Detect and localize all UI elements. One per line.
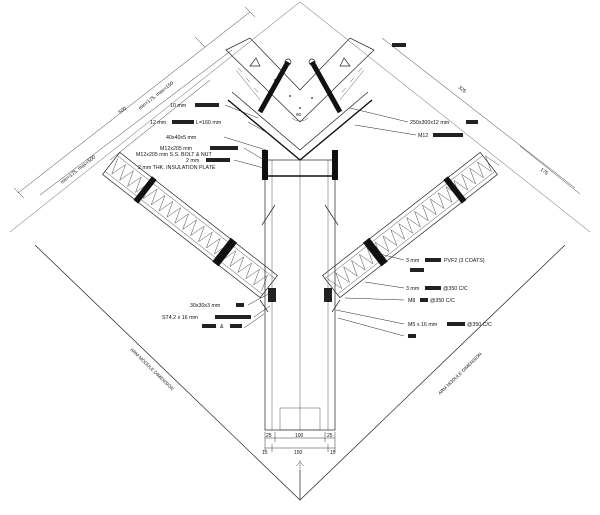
label-angle-40: 40x40x5 mm: [166, 135, 197, 141]
vertical-mullion: [259, 150, 341, 431]
dim-100: 100: [295, 433, 304, 439]
label-m5-spacing: @350 C/C: [467, 322, 492, 328]
angle-label: 90: [296, 112, 302, 117]
label-angle-30: 30x30x3 mm: [190, 303, 221, 309]
label-panel-3mm: 3 mm: [406, 286, 420, 292]
dimension-bottom: 25 100 25 15 150 15: [262, 432, 336, 470]
label-pvf2-coat: PVF2 (3 COATS): [444, 258, 485, 264]
labels-left: 10 mm 12 mm L=160 mm 40x40x5 mm M12x205 …: [136, 103, 273, 330]
label-m8-spacing: @350 C/C: [430, 298, 455, 304]
dim-150: 150: [294, 450, 303, 456]
label-panel-spacing: @350 C/C: [443, 286, 468, 292]
dimension-lines-left: 500 min=175, max=150 min=175, max=500: [13, 6, 256, 199]
labels-right: 250x300x12 mm M12 3 mm PVF2 (3 COATS) 3 …: [335, 107, 492, 338]
label-sealant: &: [220, 324, 224, 330]
dim-175-500: min=175, max=500: [60, 154, 98, 185]
top-markers: [249, 43, 406, 67]
label-bolt-ss: M12x205 mm S.S. BOLT & NUT: [136, 152, 213, 158]
label-12mm-length: L=160 mm: [196, 120, 222, 126]
label-pvf2-3mm: 3 mm: [406, 258, 420, 264]
dim-500: 500: [118, 106, 128, 116]
label-plate-2mm: 2 mm: [186, 158, 200, 164]
label-m12: M12: [418, 133, 428, 139]
dimension-lines-right: 325 175: [381, 37, 581, 195]
label-plate-250: 250x300x12 mm: [410, 120, 450, 126]
dim-15-right: 15: [330, 450, 336, 456]
label-m8: M8: [408, 298, 415, 304]
module-dimension-right: ARM MODULE DIMENSION: [437, 352, 483, 396]
label-insulation: 2 mm THK. INSULATION PLATE: [138, 165, 216, 171]
label-m5: M5 x 16 mm: [408, 322, 438, 328]
label-bolt-m12: M12x205 mm: [160, 146, 193, 152]
dim-25-left: 25: [266, 433, 272, 439]
module-dimension-left: ARM MODULE DIMENSION: [129, 347, 175, 391]
left-insulated-panel: [102, 151, 278, 299]
right-insulated-panel: [322, 151, 500, 299]
label-10mm: 10 mm: [170, 103, 187, 109]
label-12mm: 12 mm: [150, 120, 167, 126]
dim-25-right: 25: [327, 433, 333, 439]
module-outline: [9, 1, 591, 501]
concrete-corner: 90: [225, 37, 375, 161]
label-screw-st: ST4.2 x 16 mm: [162, 315, 198, 321]
dim-325: 325: [457, 85, 467, 95]
anchor-bolts: [235, 58, 365, 114]
dim-175: 175: [539, 167, 549, 177]
dim-15-left: 15: [262, 450, 268, 456]
